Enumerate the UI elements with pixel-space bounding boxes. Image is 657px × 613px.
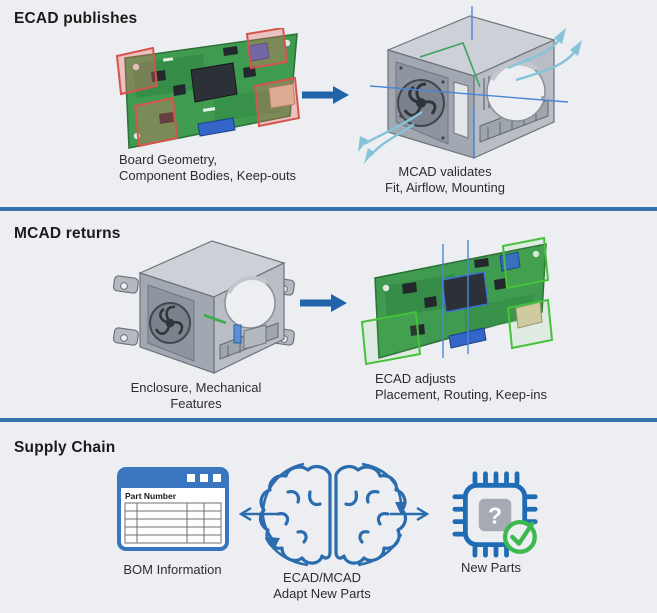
pcb-keepins-icon — [360, 236, 554, 366]
keepout-zones — [115, 28, 301, 148]
pcb-connector — [197, 117, 236, 137]
cad-axes-lines — [369, 6, 569, 158]
section-title-supply-chain: Supply Chain — [14, 439, 116, 456]
green-fastener — [203, 313, 227, 325]
caption-line: Component Bodies, Keep-outs — [119, 167, 297, 183]
bom-grid — [124, 502, 222, 544]
brain-caption: ECAD/MCAD Adapt New Parts — [247, 570, 397, 601]
pcb-keepins-figure — [356, 236, 561, 368]
enclosure-airflow-icon — [358, 6, 582, 164]
chip-question-icon: ? — [452, 471, 538, 558]
question-glyph: ? — [488, 503, 502, 529]
caption-line: MCAD validates — [398, 164, 492, 179]
bom-table-icon: Part Number — [117, 467, 229, 551]
caption-line: ECAD adjusts — [375, 371, 456, 386]
blue-standoff — [233, 324, 242, 344]
interior-block — [243, 324, 267, 350]
caption-mcad-validates: MCAD validates Fit, Airflow, Mounting — [345, 164, 545, 195]
enclosure-slot — [453, 81, 469, 139]
fan-icon — [147, 284, 195, 362]
chip-body — [463, 482, 528, 548]
bom-title-bar — [119, 469, 227, 488]
caption-line: Fit, Airflow, Mounting — [385, 179, 505, 195]
chip-pins — [452, 471, 538, 558]
bom-column-header: Part Number — [125, 491, 177, 501]
brain-icon — [258, 464, 408, 565]
cad-green-line — [419, 42, 481, 88]
enclosure-hole — [224, 275, 276, 329]
caption-enclosure-features: Enclosure, Mechanical Features — [116, 380, 276, 411]
flow-arrow-right-icon — [298, 292, 348, 314]
caption-line: ECAD/MCAD — [282, 570, 361, 585]
caption-line: Adapt New Parts — [273, 585, 371, 601]
section-divider — [0, 418, 657, 422]
thin-arrow-right-icon — [388, 506, 432, 522]
new-parts-figure: ? — [450, 470, 542, 558]
pcb-keepouts-figure — [103, 28, 305, 156]
airflow-arrowheads — [358, 28, 582, 164]
bom-figure: Part Number — [117, 467, 229, 551]
caption-board-geometry: Board Geometry, Component Bodies, Keep-o… — [119, 152, 296, 183]
section-title-ecad-publishes: ECAD publishes — [14, 10, 138, 27]
enclosure-tabs-icon — [112, 240, 295, 374]
bom-label: BOM Information — [123, 562, 222, 577]
section-title-mcad-returns: MCAD returns — [14, 225, 121, 242]
caption-line: Features — [170, 395, 222, 411]
window-buttons — [187, 474, 221, 482]
cad-axes-lines — [442, 240, 469, 358]
keepin-zones — [360, 236, 554, 366]
caption-ecad-adjusts: ECAD adjusts Placement, Routing, Keep-in… — [375, 371, 547, 402]
caption-line: Board Geometry, — [119, 152, 218, 167]
flow-arrow-right-icon — [300, 84, 350, 106]
pcb-keepouts-icon — [115, 28, 301, 149]
pcb-main-chip — [190, 62, 238, 103]
caption-line: Enclosure, Mechanical — [130, 380, 262, 395]
pcb-main-chip — [441, 271, 489, 313]
enclosure-airflow-figure — [358, 6, 586, 168]
chip-label: New Parts — [461, 560, 521, 575]
chip-inner-square — [478, 498, 512, 532]
section-divider — [0, 207, 657, 211]
brain-figure — [258, 462, 408, 567]
enclosure-tabs-figure — [112, 233, 297, 383]
enclosure-hole — [486, 60, 546, 122]
caption-line: Placement, Routing, Keep-ins — [375, 386, 547, 402]
check-icon — [502, 519, 537, 554]
brain-sync-icon — [258, 462, 408, 567]
